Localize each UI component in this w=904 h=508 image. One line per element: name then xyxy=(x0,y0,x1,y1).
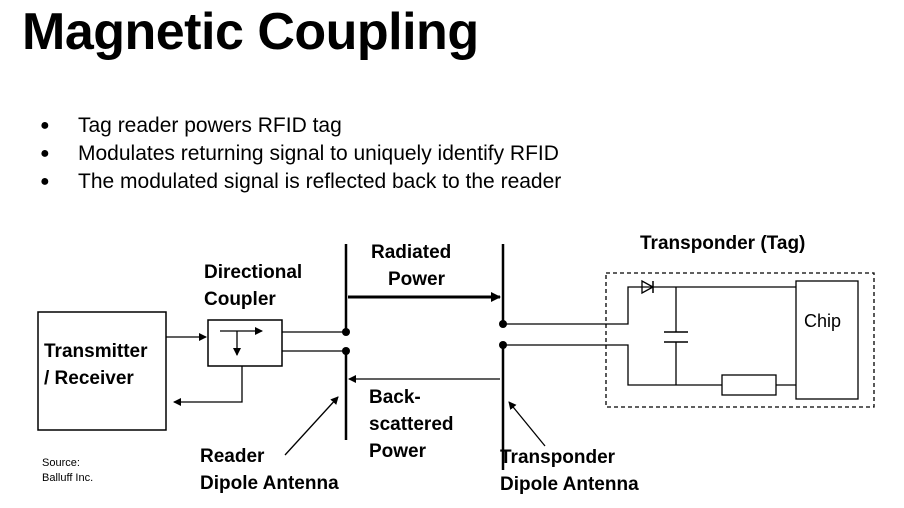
page-title: Magnetic Coupling xyxy=(22,3,479,61)
source-label-line2: Balluff Inc. xyxy=(42,472,93,484)
chip-label: Chip xyxy=(804,311,841,331)
transponder-antenna-pointer xyxy=(508,401,546,447)
bullet-item: ●The modulated signal is reflected back … xyxy=(36,168,561,196)
transponder-antenna-label-line1: Transponder xyxy=(500,447,616,468)
radiated-label-line1: Radiated xyxy=(371,242,451,263)
reader-antenna-pointer xyxy=(284,396,339,456)
bullet-icon: ● xyxy=(40,117,50,134)
reader-antenna-label-line2: Dipole Antenna xyxy=(200,473,339,494)
reader-feed-point-top xyxy=(342,328,350,336)
transmitter-box xyxy=(37,311,167,431)
bullet-list: ●Tag reader powers RFID tag ●Modulates r… xyxy=(36,112,561,196)
diode-icon xyxy=(641,279,655,295)
capacitor-icon xyxy=(664,331,688,343)
backscattered-label-line2: scattered xyxy=(369,414,454,435)
backscattered-label-line1: Back- xyxy=(369,387,421,408)
source-label-line1: Source: xyxy=(42,457,80,469)
transmitter-label-line1: Transmitter xyxy=(44,341,148,362)
tag-circuit xyxy=(503,286,796,386)
coupler-to-rx-line xyxy=(173,366,243,406)
coupler-symbol xyxy=(220,327,263,356)
coupler-box xyxy=(207,319,283,367)
bullet-item: ●Tag reader powers RFID tag xyxy=(36,112,561,140)
transponder-tag-boundary xyxy=(605,272,875,408)
coupler-label-line1: Directional xyxy=(204,262,302,283)
bullet-icon: ● xyxy=(40,173,50,190)
reader-feed-point-bottom xyxy=(342,347,350,355)
coupler-label-line2: Coupler xyxy=(204,289,276,310)
bullet-icon: ● xyxy=(40,145,50,162)
transmitter-label-line2: / Receiver xyxy=(44,368,134,389)
bullet-item: ●Modulates returning signal to uniquely … xyxy=(36,140,561,168)
transponder-tag-label: Transponder (Tag) xyxy=(640,233,805,254)
chip-box xyxy=(795,280,859,400)
reader-antenna-label-line1: Reader xyxy=(200,446,265,467)
transponder-antenna-label-line2: Dipole Antenna xyxy=(500,474,639,495)
resistor-icon xyxy=(721,374,777,396)
backscattered-label-line3: Power xyxy=(369,441,427,462)
radiated-label-line2: Power xyxy=(388,269,446,290)
